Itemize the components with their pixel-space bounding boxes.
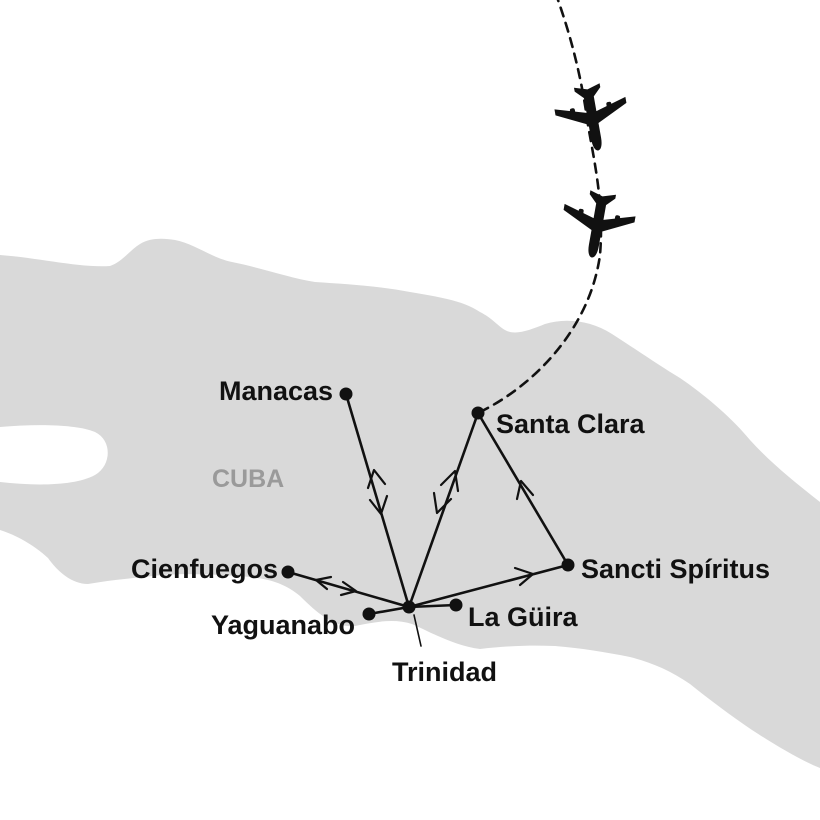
city-dot-manacas — [339, 387, 353, 401]
city-label-manacas: Manacas — [219, 376, 333, 406]
route-trinidad-santa-clara — [407, 411, 480, 609]
arrow-to-sancti-spiritus — [513, 566, 535, 587]
arrow-to-santa-clara-from-sancti — [515, 479, 535, 501]
arrow-to-santa-clara — [439, 469, 460, 493]
city-label-trinidad: Trinidad — [392, 657, 497, 687]
route-trinidad-yaguanabo — [367, 605, 411, 616]
airplane-icon — [554, 83, 627, 151]
city-dot-cienfuegos — [281, 565, 295, 579]
country-label: CUBA — [212, 465, 284, 493]
city-dot-sancti-spiritus — [561, 558, 575, 572]
city-dot-santa-clara — [471, 406, 485, 420]
arrow-to-manacas — [366, 468, 387, 490]
cuba-landmass — [0, 238, 820, 769]
west-water-cutout — [0, 425, 108, 485]
arrow-to-cienfuegos — [314, 575, 333, 591]
city-label-la-guira: La Güira — [468, 602, 579, 632]
route-trinidad-manacas — [344, 392, 411, 609]
arrow-from-manacas — [368, 494, 389, 516]
arrow-from-cienfuegos — [339, 580, 358, 597]
route-trinidad-sancti-spiritus — [407, 563, 570, 609]
city-label-santa-clara: Santa Clara — [496, 409, 646, 439]
route-trinidad-la-guira — [407, 603, 458, 609]
airplane-icon — [563, 190, 636, 258]
arrow-from-santa-clara — [432, 491, 453, 515]
city-label-yaguanabo: Yaguanabo — [211, 610, 355, 640]
city-label-cienfuegos: Cienfuegos — [131, 554, 278, 584]
trinidad-label-leader — [413, 614, 422, 647]
city-dot-trinidad — [402, 600, 416, 614]
city-dot-yaguanabo — [362, 607, 376, 621]
city-dot-la-guira — [449, 598, 463, 612]
route-sancti-spiritus-santa-clara — [476, 411, 570, 567]
route-trinidad-cienfuegos — [286, 570, 411, 609]
city-label-sancti-spiritus: Sancti Spíritus — [581, 554, 770, 584]
